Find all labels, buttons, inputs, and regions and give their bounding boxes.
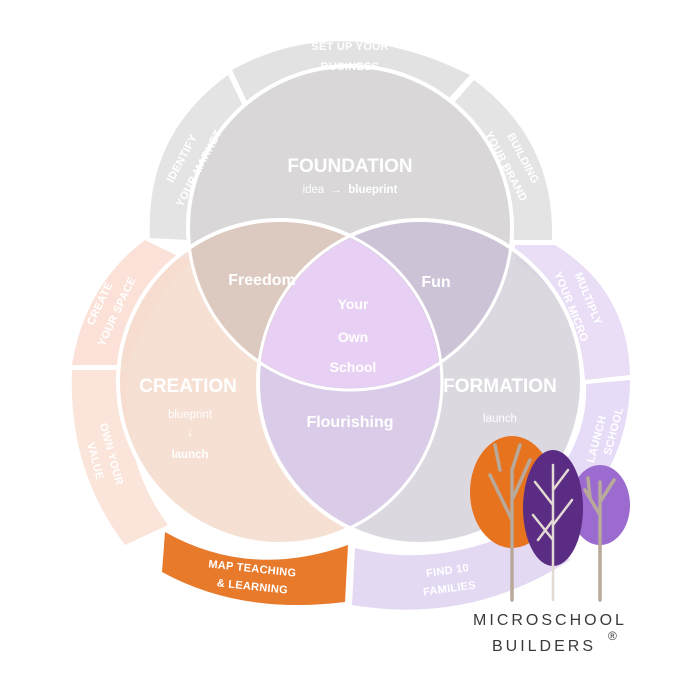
creation-arrow: ↓ [187, 427, 193, 439]
registered-mark: ® [608, 629, 617, 643]
segment-own-value[interactable] [71, 370, 168, 545]
center-line-3: School [330, 359, 377, 375]
segment-map-teaching[interactable] [162, 532, 348, 606]
circle-labels: FOUNDATION idea → blueprint CREATION blu… [139, 156, 557, 461]
center-line-2: Own [338, 329, 368, 345]
tree-trunks [488, 443, 616, 602]
label-setup-line1: SET UP YOUR [311, 41, 388, 53]
center-label: Your Own School [330, 296, 377, 375]
formation-title: FORMATION [443, 376, 557, 397]
creation-title: CREATION [139, 376, 237, 397]
overlap-freedom-label: Freedom [228, 272, 296, 289]
outline-creation [116, 218, 444, 546]
segment-identify-market[interactable] [149, 75, 246, 240]
overlap-flourishing-label: Flourishing [306, 414, 393, 431]
foundation-title: FOUNDATION [287, 156, 412, 177]
overlap-labels: Freedom Fun Flourishing [228, 272, 450, 431]
logo-trees-icon [470, 436, 630, 602]
logo-line-1: MICROSCHOOL [473, 612, 627, 629]
label-setup-line2: BUSINESS [321, 61, 380, 73]
creation-sub-a: blueprint [168, 409, 213, 421]
outline-foundation [186, 64, 514, 392]
logo: MICROSCHOOL BUILDERS ® [473, 612, 627, 655]
creation-sub-b: launch [171, 449, 208, 461]
foundation-subtitle: idea → blueprint [303, 184, 398, 196]
outline-formation [256, 218, 584, 546]
overlap-fun-label: Fun [421, 274, 450, 291]
label-find-line1: FIND 10 [425, 562, 469, 580]
logo-line-2: BUILDERS [492, 638, 596, 655]
segment-launch-school[interactable] [560, 380, 630, 505]
center-line-1: Your [338, 296, 369, 312]
formation-sub-a: launch [483, 413, 517, 425]
